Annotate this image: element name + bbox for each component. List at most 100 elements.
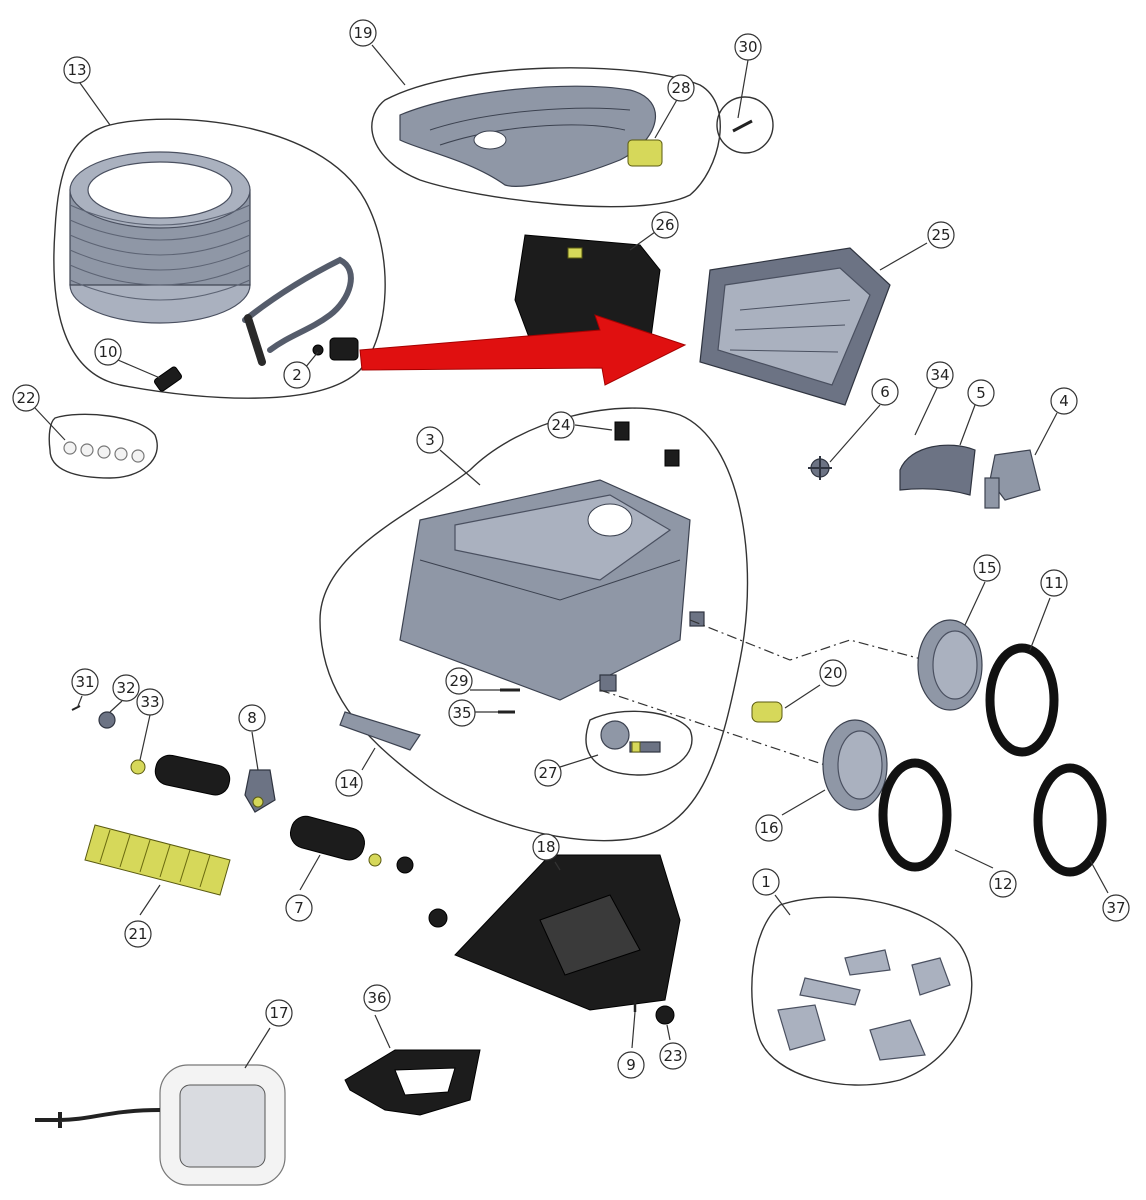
svg-text:3: 3 (425, 431, 435, 449)
callout-17: 17 (265, 999, 293, 1027)
callout-27: 27 (534, 759, 562, 787)
small-screw-31 (71, 705, 81, 711)
clips-group-outline (48, 413, 158, 479)
screw (732, 119, 753, 133)
callout-1: 1 (752, 868, 780, 896)
svg-text:29: 29 (449, 672, 468, 690)
brush-21 (84, 824, 231, 896)
plug-part (154, 366, 182, 392)
svg-text:18: 18 (536, 838, 555, 856)
svg-text:20: 20 (823, 664, 842, 682)
motor-cap (984, 449, 1041, 509)
svg-text:35: 35 (452, 704, 471, 722)
bushing-32 (98, 711, 116, 729)
bumper-parts (777, 949, 951, 1061)
svg-text:16: 16 (759, 819, 778, 837)
top-cover-group-outline (371, 67, 721, 208)
caddy-handle (344, 1049, 481, 1116)
svg-text:10: 10 (98, 343, 117, 361)
svg-text:4: 4 (1059, 392, 1069, 410)
axis-line-lower (599, 689, 841, 771)
latch-part (627, 139, 663, 167)
assembly-direction-arrow (359, 314, 687, 386)
hose-coil (69, 151, 251, 324)
svg-text:27: 27 (538, 764, 557, 782)
svg-text:13: 13 (67, 61, 86, 79)
svg-text:2: 2 (292, 366, 302, 384)
swivel-cable-end (244, 314, 266, 366)
clips (63, 441, 145, 463)
callout-3: 3 (416, 426, 444, 454)
callout-23: 23 (659, 1042, 687, 1070)
svg-text:34: 34 (930, 366, 949, 384)
callout-25: 25 (927, 221, 955, 249)
power-cable (242, 256, 354, 353)
callout-37: 37 (1102, 894, 1130, 922)
callout-10: 10 (94, 338, 122, 366)
callout-36: 36 (363, 984, 391, 1012)
svg-text:5: 5 (976, 384, 986, 402)
svg-text:31: 31 (75, 673, 94, 691)
svg-text:36: 36 (367, 989, 386, 1007)
pivot-arm-8 (244, 769, 276, 813)
svg-text:23: 23 (663, 1047, 682, 1065)
wheel-15 (917, 619, 983, 711)
svg-text:28: 28 (671, 79, 690, 97)
svg-text:30: 30 (738, 38, 757, 56)
svg-text:33: 33 (140, 693, 159, 711)
callout-11: 11 (1040, 569, 1068, 597)
pump-grid (899, 444, 976, 496)
callout-6: 6 (871, 378, 899, 406)
callout-24: 24 (547, 411, 575, 439)
callout-21: 21 (124, 920, 152, 948)
front-trim (339, 711, 421, 751)
filter-basket (699, 247, 891, 406)
svg-text:15: 15 (977, 559, 996, 577)
roller-upper (154, 754, 231, 796)
svg-text:19: 19 (353, 24, 372, 42)
callout-2: 2 (283, 361, 311, 389)
roller-7 (289, 815, 365, 861)
svg-text:37: 37 (1106, 899, 1125, 917)
cable-connector (312, 337, 359, 361)
callout-18: 18 (532, 833, 560, 861)
callout-33: 33 (136, 688, 164, 716)
small-screws (498, 688, 520, 714)
axis-line-upper (689, 619, 926, 661)
callout-9: 9 (617, 1051, 645, 1079)
svg-text:22: 22 (16, 389, 35, 407)
callout-8: 8 (238, 704, 266, 732)
motor-block (514, 234, 661, 346)
track-37 (1033, 763, 1107, 877)
callout-26: 26 (651, 211, 679, 239)
svg-text:8: 8 (247, 709, 257, 727)
callout-13: 13 (63, 56, 91, 84)
svg-text:25: 25 (931, 226, 950, 244)
cap-23 (655, 1005, 675, 1025)
control-unit (35, 1064, 286, 1186)
callout-14: 14 (335, 769, 363, 797)
impeller-group-outline (585, 710, 693, 776)
bumpers-group-outline (751, 896, 973, 1086)
small-bushings-right (368, 853, 448, 928)
callout-28: 28 (667, 74, 695, 102)
callout-16: 16 (755, 814, 783, 842)
svg-text:14: 14 (339, 774, 358, 792)
track-11 (985, 643, 1059, 757)
leader-lines (34, 44, 1109, 1069)
impeller-small (808, 456, 832, 480)
callout-12: 12 (989, 870, 1017, 898)
bottom-base (454, 854, 681, 1011)
callout-31: 31 (71, 668, 99, 696)
yellow-bushing-33 (130, 759, 146, 775)
callout-29: 29 (445, 667, 473, 695)
wheel-16 (822, 719, 888, 811)
svg-text:26: 26 (655, 216, 674, 234)
svg-text:11: 11 (1044, 574, 1063, 592)
svg-text:9: 9 (626, 1056, 636, 1074)
callout-5: 5 (967, 379, 995, 407)
robot-chassis (399, 479, 705, 701)
callout-35: 35 (448, 699, 476, 727)
callout-19: 19 (349, 19, 377, 47)
